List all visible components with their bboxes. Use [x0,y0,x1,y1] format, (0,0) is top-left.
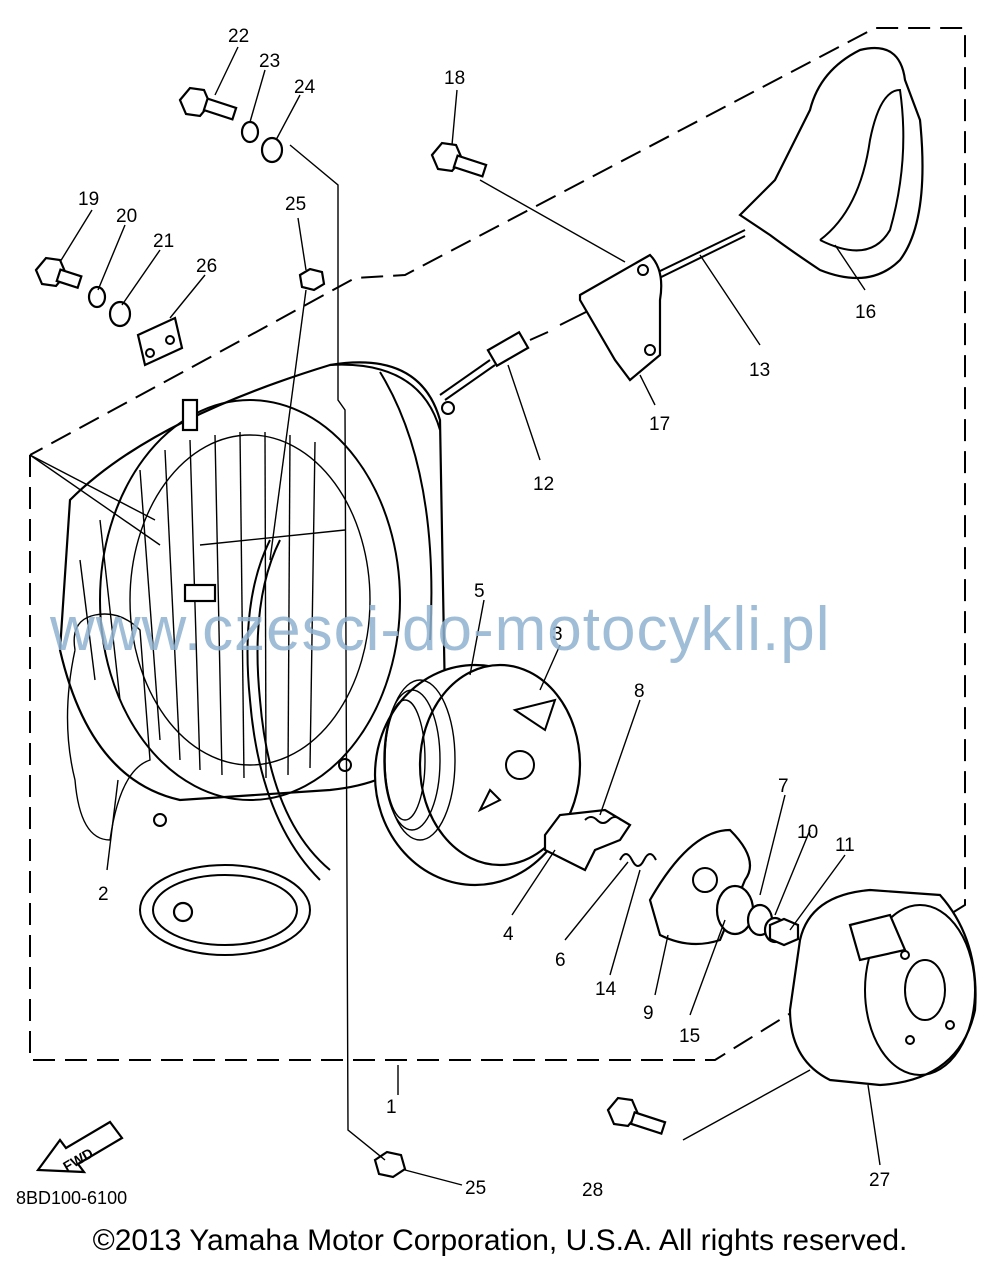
drive-pawl [543,808,632,872]
fwd-arrow-icon: FWD [35,1120,124,1175]
callout-19: 19 [78,189,99,210]
callout-3: 3 [552,624,563,645]
watermark-text: www.czesci-do-motocykli.pl [50,595,831,664]
callout-15: 15 [679,1026,700,1047]
center-hardware [715,884,800,947]
callout-28: 28 [582,1180,603,1201]
callout-27: 27 [869,1170,890,1191]
callout-22: 22 [228,26,249,47]
starter-handle [738,46,924,280]
starter-cup [788,888,977,1087]
callout-17: 17 [649,414,670,435]
callout-12: 12 [533,474,554,495]
cable-bracket [578,253,663,382]
sheave-drum [373,663,582,887]
leader-lines [29,46,881,1186]
callout-9: 9 [643,1003,654,1024]
callout-18: 18 [444,68,465,89]
callout-2: 2 [98,884,109,905]
starter-cable [439,229,746,401]
callout-4: 4 [503,924,514,945]
diagram-code: 8BD100-6100 [16,1188,128,1208]
fasteners [34,86,667,1179]
starter-rope [139,539,331,956]
callout-numbers: 1 2 3 4 5 6 7 8 9 10 11 12 13 14 15 16 1… [78,26,890,1201]
callout-8: 8 [634,681,645,702]
callout-6: 6 [555,950,566,971]
callout-21: 21 [153,231,174,252]
assembly-boundary [29,27,966,1061]
callout-26: 26 [196,256,217,277]
callout-5: 5 [474,581,485,602]
callout-23: 23 [259,51,280,72]
starter-case [58,361,455,827]
callout-16: 16 [855,302,876,323]
gasket [66,613,151,841]
pawl-return-spring [619,853,657,867]
callout-10: 10 [797,822,818,843]
callout-14: 14 [595,979,617,1000]
pawl-spring [584,816,622,824]
callout-13: 13 [749,360,770,381]
copyright-notice: ©2013 Yamaha Motor Corporation, U.S.A. A… [92,1224,908,1257]
callout-20: 20 [116,206,137,227]
callout-7: 7 [778,776,789,797]
callout-24: 24 [294,77,316,98]
callout-25-bottom: 25 [465,1178,486,1199]
callout-11: 11 [835,835,855,856]
callout-1: 1 [386,1097,397,1118]
callout-25-top: 25 [285,194,306,215]
